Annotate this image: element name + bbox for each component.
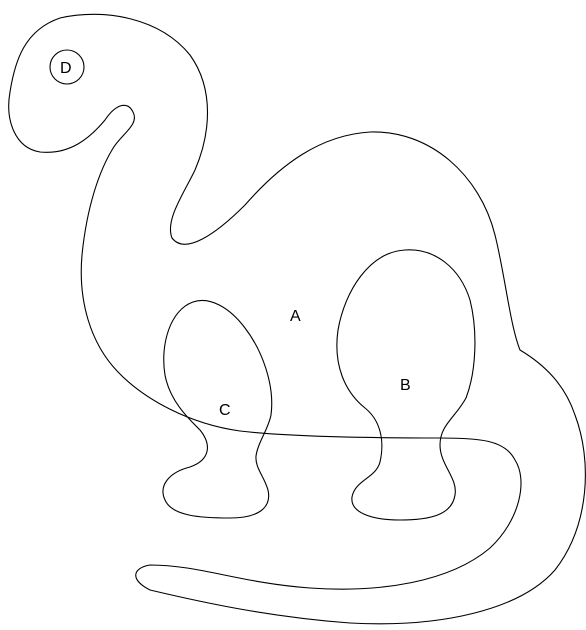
region-c-label: C [219, 402, 231, 419]
front-leg-outline [163, 300, 272, 518]
region-b-label: B [400, 377, 411, 394]
region-a-label: A [290, 308, 301, 325]
region-d-label: D [60, 60, 72, 77]
